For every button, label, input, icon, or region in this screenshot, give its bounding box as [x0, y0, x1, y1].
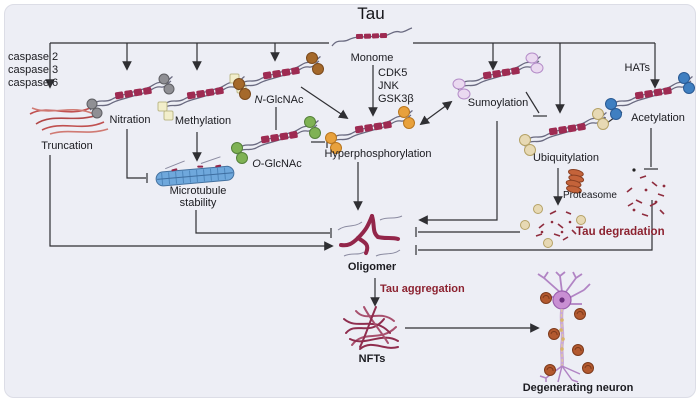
- hats-label: HATs: [624, 62, 650, 74]
- monomer-label: Monome: [350, 52, 394, 64]
- caspase-list: caspase 2 caspase 3 caspase 6: [8, 51, 58, 90]
- microtubule-stability-label: Microtubule stability: [170, 185, 227, 209]
- jnk-label: JNK: [378, 80, 399, 92]
- tau-aggregation-label: Tau aggregation: [380, 283, 465, 295]
- tau-title: Tau: [357, 4, 385, 23]
- gsk3b-label: GSK3β: [378, 93, 414, 105]
- oligomer-label: Oligomer: [347, 261, 397, 273]
- degradation-fragments-left-icon: [520, 204, 586, 248]
- microtubule-line2: stability: [179, 197, 217, 209]
- ubiquitylation-tau-icon: [519, 108, 609, 156]
- o-glcnac-rest: -GlcNAc: [260, 158, 302, 170]
- methylation-tau-icon: [157, 73, 247, 121]
- tau-monomer-icon: [331, 27, 413, 47]
- tau-degradation-label: Tau degradation: [576, 226, 665, 238]
- nitration-label: Nitration: [109, 114, 151, 126]
- ubiquitylation-label: Ubiquitylation: [532, 152, 600, 164]
- truncation-fibrils-icon: [29, 107, 109, 135]
- caspase-2-label: caspase 2: [8, 51, 59, 63]
- o-glcnac-tau-icon: [231, 116, 321, 164]
- nfts-label: NFTs: [358, 353, 386, 365]
- neuron-tangle-deposits: [540, 292, 594, 376]
- degenerating-neuron-label: Degenerating neuron: [522, 382, 634, 394]
- n-glcnac-prefix: N: [254, 94, 263, 106]
- acetylation-label: Acetylation: [631, 112, 685, 124]
- sumoylation-tau-icon: [452, 52, 544, 100]
- truncation-label: Truncation: [41, 140, 93, 152]
- n-glcnac-tau-icon: [233, 52, 324, 100]
- caspase-6-label: caspase 6: [8, 77, 59, 89]
- degradation-fragments-right-icon: [626, 175, 666, 217]
- hyperphosphorylation-tau-icon: [325, 106, 415, 154]
- o-glcnac-prefix: O: [252, 158, 261, 170]
- nitration-tau-icon: [86, 73, 175, 119]
- proteasome-icon: [565, 168, 585, 194]
- diagram-background: [4, 4, 696, 398]
- sumoylation-label: Sumoylation: [467, 97, 529, 109]
- proteasome-label: Proteasome: [563, 190, 617, 201]
- methylation-label: Methylation: [174, 115, 232, 127]
- caspase-3-label: caspase 3: [8, 64, 59, 76]
- hyperphosphorylation-label: Hyperphosphorylation: [324, 148, 432, 160]
- microtubule-line1: Microtubule: [169, 185, 227, 197]
- o-glcnac-label: O-GlcNAc: [252, 158, 302, 170]
- n-glcnac-rest: -GlcNAc: [262, 94, 304, 106]
- nfts-icon: [343, 306, 399, 350]
- degenerating-neuron-icon: [537, 271, 594, 383]
- cdk5-label: CDK5: [378, 67, 408, 79]
- oligomer-icon: [337, 214, 403, 257]
- microtubule-icon: [155, 156, 235, 187]
- kinase-list: CDK5 JNK GSK3β: [378, 67, 414, 106]
- acetylation-tau-icon: [605, 72, 695, 120]
- n-glcnac-label: N-GlcNAc: [255, 94, 304, 106]
